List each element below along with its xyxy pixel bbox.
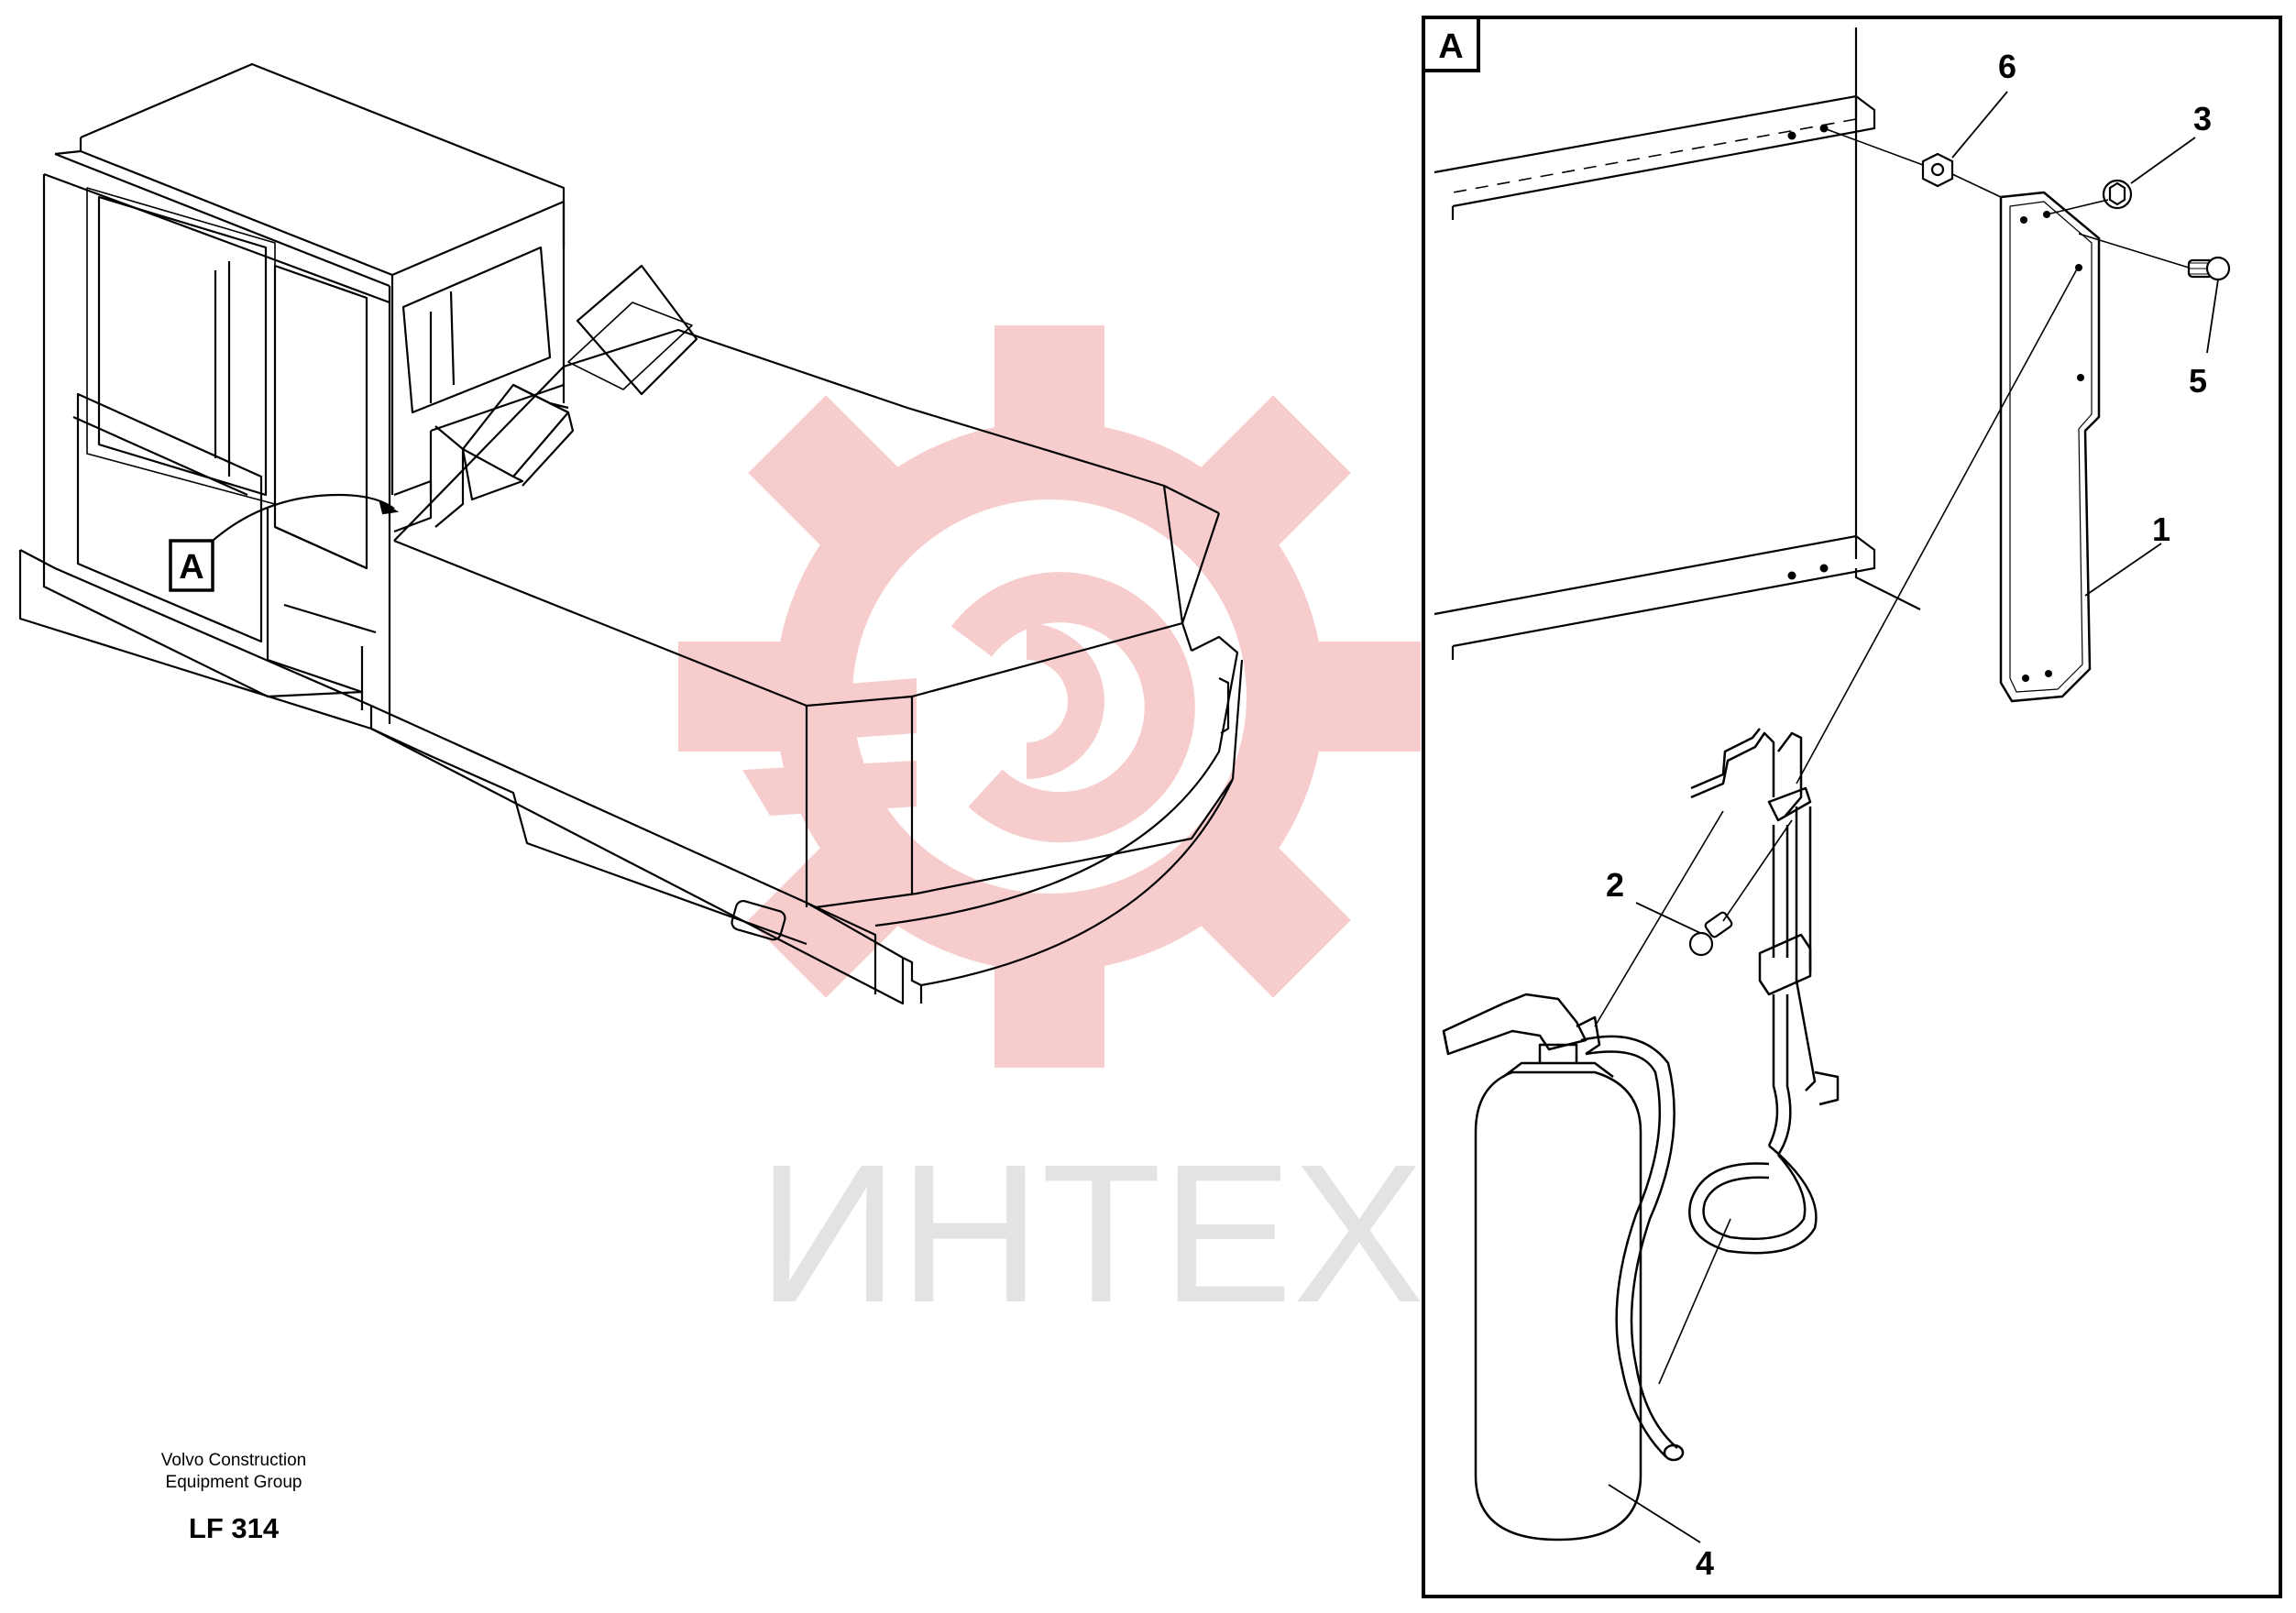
bracket-holes xyxy=(2020,211,2084,682)
company-line-2: Equipment Group xyxy=(165,1473,302,1492)
watermark-arrows xyxy=(692,678,917,816)
callout-5: 5 xyxy=(2189,362,2207,400)
watermark-logo: ИНТЕХ xyxy=(678,325,1424,1344)
watermark-text: ИНТЕХ xyxy=(757,1123,1424,1344)
callout-3: 3 xyxy=(2193,100,2212,137)
hood-hatch xyxy=(567,264,698,396)
side-plate xyxy=(731,899,786,941)
drawing-number: LF 314 xyxy=(188,1512,280,1544)
screw-5 xyxy=(2187,256,2231,281)
flange-nut-3 xyxy=(2102,179,2133,210)
mounting-bracket xyxy=(1999,191,2101,703)
fire-extinguisher xyxy=(1442,993,1685,1542)
callout-2: 2 xyxy=(1606,866,1624,904)
view-a-marker-box xyxy=(169,539,214,592)
view-a-marker: A xyxy=(179,548,203,587)
excavator-upper-structure xyxy=(18,62,1244,1005)
company-line-1: Volvo Construction xyxy=(160,1451,307,1470)
callout-numbers: 6 3 5 1 2 4 xyxy=(1606,48,2212,1582)
callout-4: 4 xyxy=(1696,1544,1714,1582)
cab-wall-rails xyxy=(1434,27,1921,660)
screw-2 xyxy=(1688,911,1733,957)
callout-6: 6 xyxy=(1998,48,2016,85)
watermark-swirl xyxy=(950,572,1195,843)
detail-view-frame xyxy=(1422,16,2282,1598)
detail-view-label: A xyxy=(1438,27,1463,66)
operator-cab xyxy=(42,62,569,724)
callout-leaders xyxy=(1608,91,2219,1543)
company-credit: Volvo Construction Equipment Group xyxy=(101,1450,367,1494)
rail-holes xyxy=(1787,124,1829,580)
callout-1: 1 xyxy=(2152,510,2170,548)
hex-nut-6 xyxy=(1921,152,1954,188)
detail-view-label-box xyxy=(1422,16,1480,72)
assembly-lines xyxy=(1594,127,2190,1385)
view-a-pointer xyxy=(212,493,400,542)
extinguisher-holder xyxy=(1688,728,1840,1255)
work-light xyxy=(434,383,575,528)
